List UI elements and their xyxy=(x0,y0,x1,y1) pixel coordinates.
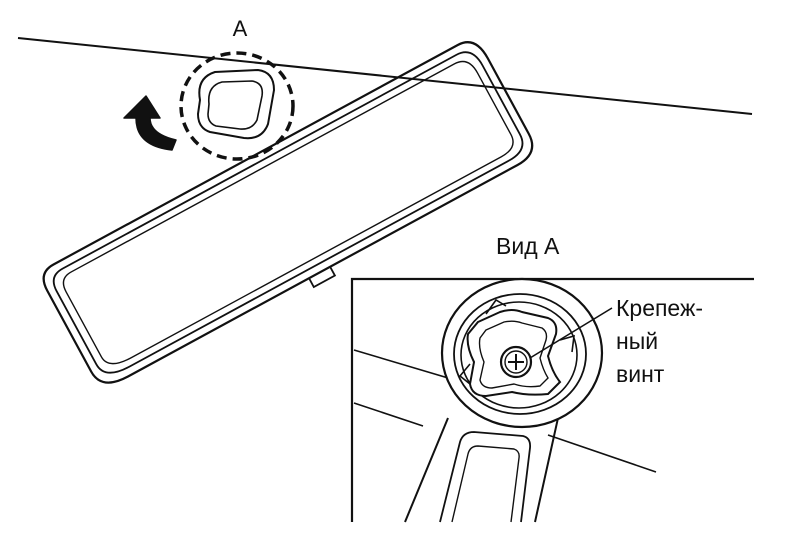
callout-label-a: A xyxy=(233,16,248,41)
mirror-outer-body xyxy=(42,41,534,384)
curved-arrow-icon xyxy=(123,95,177,151)
mirror-glass-edge xyxy=(62,60,514,365)
clip-tab-right xyxy=(559,334,575,353)
clip-tab-top xyxy=(485,298,507,315)
screw-leader-line xyxy=(529,307,613,359)
view-a-title: Вид А xyxy=(496,233,560,259)
mirror-stem-slot xyxy=(439,431,532,523)
mirror-inner-rim xyxy=(52,51,524,374)
clip-tab-left xyxy=(458,363,471,385)
rearview-mirror xyxy=(42,41,534,384)
spring-clip-inner xyxy=(478,320,549,389)
view-a-frame xyxy=(350,277,754,522)
mirror-mount-base xyxy=(196,68,276,140)
mirror-stem-slot-inner xyxy=(451,445,520,523)
screw-label-line2: ный xyxy=(616,328,658,354)
view-a-detail xyxy=(353,277,657,523)
mirror-stem-outer-left xyxy=(404,417,449,523)
mount-middle-ring xyxy=(453,293,587,415)
mount-inner-ring xyxy=(460,301,578,409)
screw-label-line1: Крепеж- xyxy=(616,295,703,321)
phillips-screw-icon xyxy=(499,345,533,379)
windshield-edge-line xyxy=(17,37,753,115)
screw-label-line3: винт xyxy=(616,361,665,387)
inset-glass-line-lower xyxy=(353,402,424,427)
mirror-adjust-tab xyxy=(308,266,337,289)
callout-circle-a xyxy=(179,51,295,161)
inset-glass-line-right xyxy=(547,434,657,473)
